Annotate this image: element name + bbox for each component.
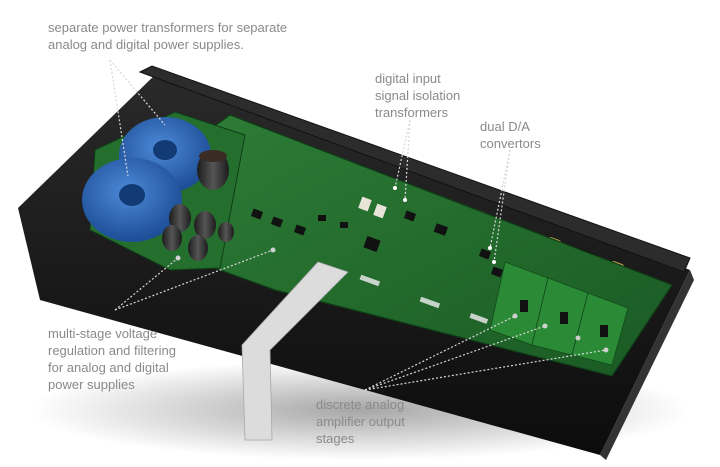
callout-line: transformers — [375, 105, 448, 120]
callout-isolation-transformers: digital input signal isolation transform… — [375, 70, 460, 121]
callout-voltage-regulation: multi-stage voltage regulation and filte… — [48, 325, 176, 393]
callout-line: multi-stage voltage — [48, 326, 158, 341]
callout-dac: dual D/A convertors — [480, 118, 541, 152]
callout-line: digital input — [375, 71, 441, 86]
chassis-front-lip — [600, 270, 694, 460]
callout-power-transformers: separate power transformers for separate… — [48, 19, 287, 53]
callout-line: signal isolation — [375, 88, 461, 103]
callout-line: power supplies — [48, 377, 135, 392]
chassis-rear-panel — [138, 65, 691, 273]
callout-line: discrete analog — [316, 397, 405, 412]
callout-line: convertors — [480, 136, 541, 151]
isolation-transformer-parts — [358, 196, 387, 219]
callout-leader-dots — [393, 186, 496, 264]
board-components — [250, 208, 608, 337]
callout-leader-lines — [109, 59, 607, 391]
callout-line: for analog and digital — [48, 360, 169, 375]
callout-output-stages: discrete analog amplifier output stages — [316, 396, 405, 447]
callout-line: analog and digital power supplies. — [48, 37, 244, 52]
callout-line: separate power transformers for separate — [48, 20, 288, 35]
callout-line: regulation and filtering — [48, 343, 176, 358]
filter-capacitors — [162, 150, 234, 261]
callout-line: dual D/A — [480, 119, 530, 134]
ribbon-cable — [241, 261, 349, 441]
power-transformers — [82, 117, 211, 242]
pcb-silkscreen — [359, 274, 489, 324]
callout-line: amplifier output — [316, 414, 405, 429]
callout-line: stages — [316, 431, 355, 446]
